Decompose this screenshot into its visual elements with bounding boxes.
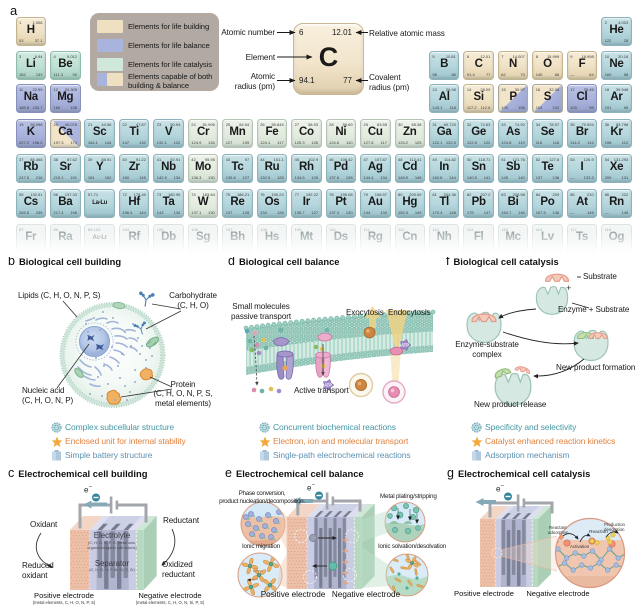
- svg-text:−: −: [89, 485, 93, 491]
- svg-text:e: e: [84, 486, 89, 495]
- svg-text:e: e: [307, 484, 312, 493]
- svg-text:desorption: desorption: [604, 527, 625, 532]
- svg-text:Production: Production: [604, 522, 626, 527]
- svg-text:+: +: [566, 283, 571, 293]
- svg-text:ATP: ATP: [401, 343, 409, 348]
- svg-text:e: e: [496, 485, 501, 494]
- svg-text:Reaction: Reaction: [589, 529, 608, 535]
- svg-text:adsorption: adsorption: [548, 530, 569, 535]
- svg-text:−: −: [312, 483, 316, 489]
- svg-text:Reactant: Reactant: [549, 525, 567, 530]
- svg-text:−: −: [501, 484, 505, 490]
- svg-text:ATP: ATP: [324, 383, 332, 388]
- svg-text:Activation: Activation: [570, 544, 590, 549]
